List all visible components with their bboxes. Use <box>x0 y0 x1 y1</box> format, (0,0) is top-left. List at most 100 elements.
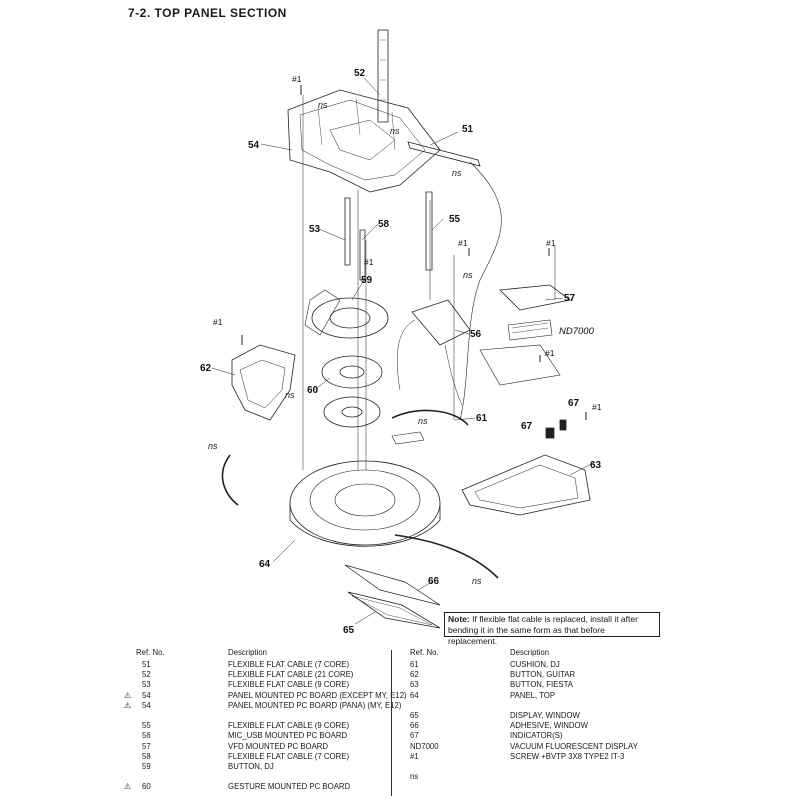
part-description: VACUUM FLUORESCENT DISPLAY <box>510 741 638 751</box>
part-description: ADHESIVE, WINDOW <box>510 721 588 731</box>
part-55-cable <box>425 191 433 271</box>
ref-number: 56 <box>142 731 151 741</box>
part-61-cushion <box>391 409 469 426</box>
part-60-ring-a <box>321 355 383 389</box>
table-row: 65 DISPLAY, WINDOW <box>410 711 670 721</box>
callout-66: 66 <box>428 576 440 587</box>
ref-no-header: Ref. No. <box>136 648 165 657</box>
table-row: 52 FLEXIBLE FLAT CABLE (21 CORE) <box>132 670 382 680</box>
ns-label: ns <box>452 168 462 178</box>
ref-number: 62 <box>410 670 419 680</box>
callout-52: 52 <box>354 68 366 79</box>
ref-number: 61 <box>410 660 419 669</box>
part-60-ring-b <box>323 396 381 428</box>
callout-54: 54 <box>248 140 260 151</box>
part-59-ring <box>311 297 389 339</box>
ref-number: 66 <box>410 721 419 731</box>
ref-number: 64 <box>410 690 419 700</box>
table-row: 55 FLEXIBLE FLAT CABLE (9 CORE) <box>132 721 382 731</box>
part-58-cable <box>359 229 366 281</box>
screw-label: #1 <box>545 348 555 358</box>
table-row: ⚠ 54 PANEL MOUNTED PC BOARD (EXCEPT MY, E1… <box>124 690 407 701</box>
warning-icon: ⚠ <box>124 700 131 710</box>
warning-icon: ⚠ <box>124 690 131 700</box>
ref-number: 65 <box>410 710 419 720</box>
ns-label: ns <box>418 416 428 426</box>
note-label: Note: <box>448 614 470 624</box>
ref-number: ND7000 <box>410 741 439 751</box>
part-54-board <box>287 89 441 193</box>
row-spacer <box>410 762 670 772</box>
ns-label: ns <box>463 270 473 280</box>
part-66-adhesive <box>344 564 441 606</box>
description-header: Description <box>510 648 549 657</box>
part-description: CUSHION, DJ <box>510 660 560 669</box>
screw-label: #1 <box>458 238 468 248</box>
callout-67a: 67 <box>568 398 580 409</box>
table-divider <box>391 650 392 796</box>
table-row: 61 CUSHION, DJ <box>410 660 670 670</box>
callout-59: 59 <box>361 275 373 286</box>
screw-label: #1 <box>213 317 223 327</box>
ns-label: ns <box>285 390 295 400</box>
ns-label: ns <box>472 576 482 586</box>
part-description: DISPLAY, WINDOW <box>510 710 580 720</box>
table-row: 64 PANEL, TOP <box>410 691 670 701</box>
section-title: 7-2. TOP PANEL SECTION <box>128 6 287 20</box>
screw-label: #1 <box>592 402 602 412</box>
part-description: PANEL MOUNTED PC BOARD (EXCEPT MY, E12) <box>228 690 407 700</box>
callout-65: 65 <box>343 625 355 636</box>
ref-no-header: Ref. No. <box>410 648 439 657</box>
part-51-cable <box>407 141 481 167</box>
note-text: If flexible flat cable is replaced, inst… <box>448 614 638 646</box>
part-description: FLEXIBLE FLAT CABLE (9 CORE) <box>228 721 350 731</box>
ref-number: 59 <box>142 761 151 771</box>
ref-number: 52 <box>142 670 151 680</box>
part-64-panel <box>289 460 441 546</box>
row-spacer <box>132 711 382 721</box>
ref-number: 60 <box>142 782 151 792</box>
part-description: FLEXIBLE FLAT CABLE (7 CORE) <box>228 751 350 761</box>
exploded-diagram: 52 51 54 53 58 55 59 57 56 62 60 61 67 6… <box>200 29 602 636</box>
screw-label: #1 <box>292 74 302 84</box>
table-row: ND7000 VACUUM FLUORESCENT DISPLAY <box>410 742 670 752</box>
part-description: SCREW +BVTP 3X8 TYPE2 IT-3 <box>510 751 625 761</box>
table-row: 59 BUTTON, DJ <box>132 762 382 772</box>
callout-51: 51 <box>462 124 474 135</box>
part-57-board <box>499 284 571 311</box>
part-description: FLEXIBLE FLAT CABLE (9 CORE) <box>228 680 350 690</box>
ref-number: ns <box>410 772 419 782</box>
callout-62: 62 <box>200 363 212 374</box>
part-description: VFD MOUNTED PC BOARD <box>228 741 329 751</box>
part-description: PANEL, TOP <box>510 690 556 700</box>
part-description: MIC_USB MOUNTED PC BOARD <box>228 731 348 741</box>
part-description: BUTTON, DJ <box>228 761 274 771</box>
callout-63: 63 <box>590 460 602 471</box>
ref-number: 54 <box>142 690 151 700</box>
replacement-note: Note: If flexible flat cable is replaced… <box>444 612 660 646</box>
ref-number: 51 <box>142 660 151 669</box>
callout-60: 60 <box>307 385 319 396</box>
callout-55: 55 <box>449 214 461 225</box>
part-52-cable <box>377 29 389 123</box>
part-56-board <box>411 299 471 346</box>
ns-label: ns <box>390 126 400 136</box>
ns-label: ns <box>318 100 328 110</box>
screw-label: #1 <box>546 238 556 248</box>
part-description: INDICATOR(S) <box>510 731 563 741</box>
part-description: FLEXIBLE FLAT CABLE (21 CORE) <box>228 670 354 680</box>
ref-number: 55 <box>142 721 151 731</box>
part-description: PANEL MOUNTED PC BOARD (PANA) (MY, E12) <box>228 700 402 710</box>
screw-label: #1 <box>364 257 374 267</box>
part-description: BUTTON, FIESTA <box>510 680 573 690</box>
part-65-window <box>347 591 441 629</box>
ns-label: ns <box>208 441 218 451</box>
